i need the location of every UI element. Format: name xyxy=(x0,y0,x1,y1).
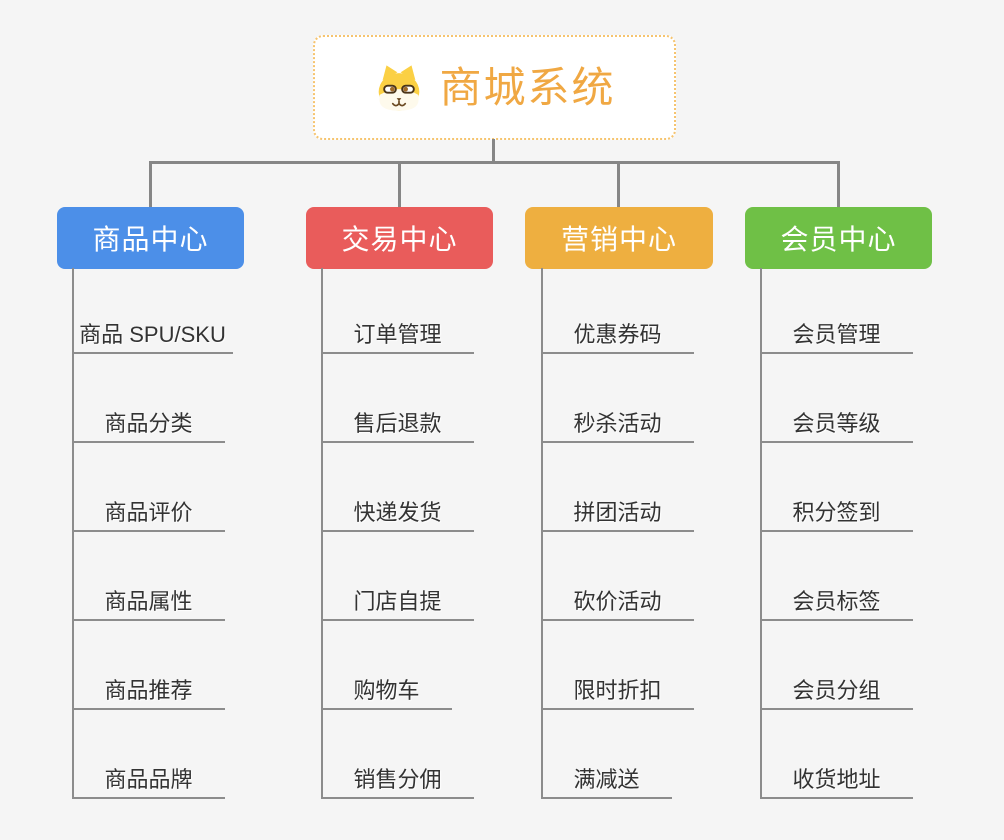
leaf-node[interactable]: 砍价活动 xyxy=(541,581,694,621)
leaf-node[interactable]: 积分签到 xyxy=(760,492,913,532)
leaf-node[interactable]: 商品分类 xyxy=(72,403,225,443)
leaf-node[interactable]: 售后退款 xyxy=(321,403,474,443)
root-label: 商城系统 xyxy=(439,63,616,111)
leaf-node[interactable]: 会员管理 xyxy=(760,314,913,354)
leaf-node[interactable]: 会员标签 xyxy=(760,581,913,621)
connector-drop xyxy=(617,161,620,208)
connector-drop xyxy=(149,161,152,208)
connector-spine xyxy=(760,268,762,799)
root-node[interactable]: 商城系统 xyxy=(313,35,676,140)
branch-node-product-center[interactable]: 商品中心 xyxy=(57,207,244,269)
leaf-node[interactable]: 购物车 xyxy=(321,670,452,710)
dog-face-icon xyxy=(373,63,425,113)
leaf-node[interactable]: 会员分组 xyxy=(760,670,913,710)
leaf-node[interactable]: 秒杀活动 xyxy=(541,403,694,443)
leaf-node[interactable]: 订单管理 xyxy=(321,314,474,354)
leaf-node[interactable]: 销售分佣 xyxy=(321,759,474,799)
leaf-node[interactable]: 门店自提 xyxy=(321,581,474,621)
connector-root-stub xyxy=(492,139,495,163)
branch-node-marketing-center[interactable]: 营销中心 xyxy=(525,207,713,269)
branch-node-member-center[interactable]: 会员中心 xyxy=(745,207,932,269)
connector-spine xyxy=(72,268,74,799)
leaf-node[interactable]: 商品品牌 xyxy=(72,759,225,799)
connector-bus xyxy=(149,161,840,164)
leaf-node[interactable]: 商品 SPU/SKU xyxy=(72,314,233,354)
leaf-node[interactable]: 商品评价 xyxy=(72,492,225,532)
leaf-node[interactable]: 商品属性 xyxy=(72,581,225,621)
connector-drop xyxy=(398,161,401,208)
leaf-node[interactable]: 优惠券码 xyxy=(541,314,694,354)
connector-drop xyxy=(837,161,840,208)
leaf-node[interactable]: 限时折扣 xyxy=(541,670,694,710)
leaf-node[interactable]: 快递发货 xyxy=(321,492,474,532)
branch-node-trade-center[interactable]: 交易中心 xyxy=(306,207,493,269)
leaf-node[interactable]: 收货地址 xyxy=(760,759,913,799)
connector-spine xyxy=(541,268,543,799)
leaf-node[interactable]: 商品推荐 xyxy=(72,670,225,710)
connector-spine xyxy=(321,268,323,799)
leaf-node[interactable]: 会员等级 xyxy=(760,403,913,443)
leaf-node[interactable]: 拼团活动 xyxy=(541,492,694,532)
leaf-node[interactable]: 满减送 xyxy=(541,759,672,799)
